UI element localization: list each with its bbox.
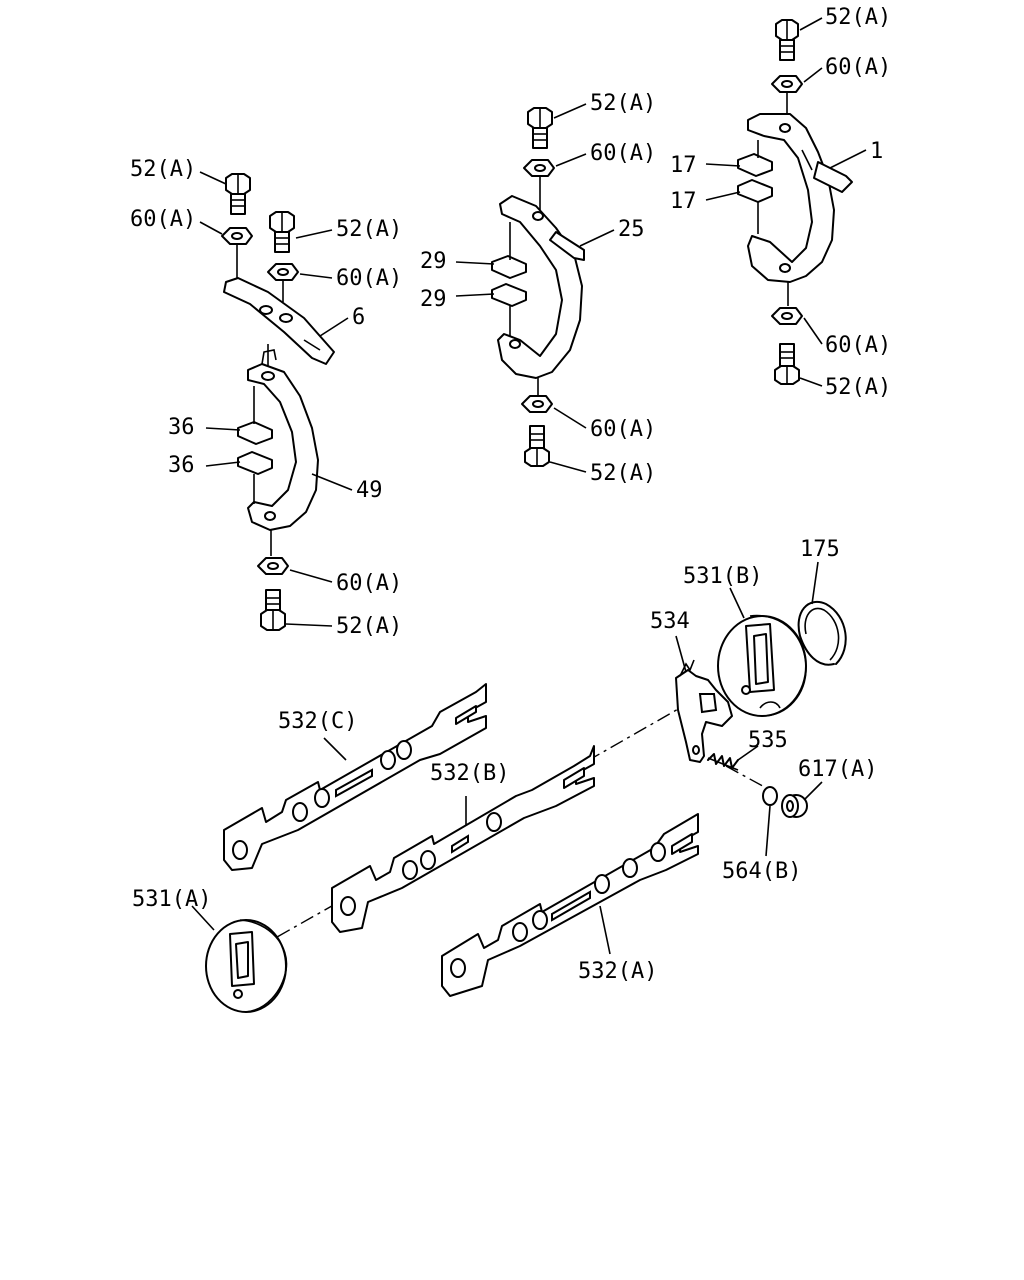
clamp-assembly-1 — [705, 17, 867, 387]
nut-icon — [781, 794, 808, 818]
bolt-icon — [524, 425, 550, 467]
part-label-c3-pad-upper: 36 — [168, 415, 195, 440]
part-label-c1-bolt-top: 52(A) — [825, 5, 891, 30]
pad-icon — [737, 179, 773, 203]
part-label-c2-washer-bottom: 60(A) — [590, 417, 656, 442]
part-label-c1-pad-lower: 17 — [670, 189, 697, 214]
part-label-nut: 617(A) — [798, 757, 877, 782]
o-ring-icon — [762, 786, 778, 806]
washer-icon — [771, 307, 803, 325]
washer-icon — [523, 159, 555, 177]
part-label-c3-plate: 6 — [352, 305, 365, 330]
part-label-o-ring: 564(B) — [722, 859, 801, 884]
part-label-holder-b: 531(B) — [683, 564, 762, 589]
washer-icon — [257, 557, 289, 575]
clamp-body-icon — [497, 195, 585, 379]
holder-disc-a-icon — [205, 919, 288, 1013]
shift-bar-a-icon — [441, 813, 699, 997]
clamp-body-icon — [747, 113, 853, 283]
bolt-icon — [775, 19, 799, 61]
shift-bar-b-icon — [331, 745, 595, 933]
pad-icon — [237, 421, 273, 445]
bolt-icon — [774, 343, 800, 385]
part-label-holder-a: 531(A) — [132, 887, 211, 912]
plate-icon — [223, 277, 335, 365]
clamp-body-icon — [247, 349, 319, 531]
part-label-bar-c: 532(C) — [278, 709, 357, 734]
bolt-icon — [269, 211, 295, 253]
part-label-c3-washer-a: 60(A) — [130, 207, 196, 232]
part-label-spring: 535 — [748, 728, 788, 753]
part-label-c3-clamp: 49 — [356, 478, 383, 503]
part-label-c3-washer-bottom: 60(A) — [336, 571, 402, 596]
bolt-icon — [260, 589, 286, 631]
clamp-assembly-3 — [199, 171, 353, 631]
washer-icon — [267, 263, 299, 281]
lever-icon — [675, 659, 733, 763]
callout-labels: 52(A) 60(A) 1 17 17 60(A) 52(A) 52(A) 60(A) 25 29 2… — [130, 5, 891, 984]
part-label-c3-bolt-a: 52(A) — [130, 157, 196, 182]
clamp-assembly-2 — [455, 103, 615, 473]
snap-ring-icon — [797, 601, 847, 666]
part-label-bar-b: 532(B) — [430, 761, 509, 786]
part-label-c2-clamp: 25 — [618, 217, 645, 242]
part-label-c1-pad-upper: 17 — [670, 153, 697, 178]
part-label-c1-washer-top: 60(A) — [825, 55, 891, 80]
part-label-snap-ring: 175 — [800, 537, 840, 562]
part-label-c3-pad-lower: 36 — [168, 453, 195, 478]
bolt-icon — [527, 107, 553, 149]
part-label-c1-clamp: 1 — [870, 139, 883, 164]
selector-assembly — [191, 561, 847, 1013]
washer-icon — [221, 227, 253, 245]
part-label-c2-washer-top: 60(A) — [590, 141, 656, 166]
part-label-c3-washer-b: 60(A) — [336, 266, 402, 291]
washer-icon — [771, 75, 803, 93]
part-label-c1-washer-bottom: 60(A) — [825, 333, 891, 358]
part-label-c2-pad-upper: 29 — [420, 249, 447, 274]
pad-icon — [737, 153, 773, 177]
part-label-lever: 534 — [650, 609, 690, 634]
washer-icon — [521, 395, 553, 413]
part-label-c2-pad-lower: 29 — [420, 287, 447, 312]
part-label-c3-bolt-bottom: 52(A) — [336, 614, 402, 639]
part-label-c3-bolt-b: 52(A) — [336, 217, 402, 242]
pad-icon — [491, 255, 527, 279]
part-label-bar-a: 532(A) — [578, 959, 657, 984]
spring-icon — [707, 753, 739, 771]
pad-icon — [237, 451, 273, 475]
pad-icon — [491, 283, 527, 307]
part-label-c2-bolt-top: 52(A) — [590, 91, 656, 116]
bolt-icon — [225, 173, 251, 215]
part-label-c1-bolt-bottom: 52(A) — [825, 375, 891, 400]
shift-bar-c-icon — [223, 683, 487, 871]
part-label-c2-bolt-bottom: 52(A) — [590, 461, 656, 486]
holder-disc-b-icon — [717, 614, 807, 717]
